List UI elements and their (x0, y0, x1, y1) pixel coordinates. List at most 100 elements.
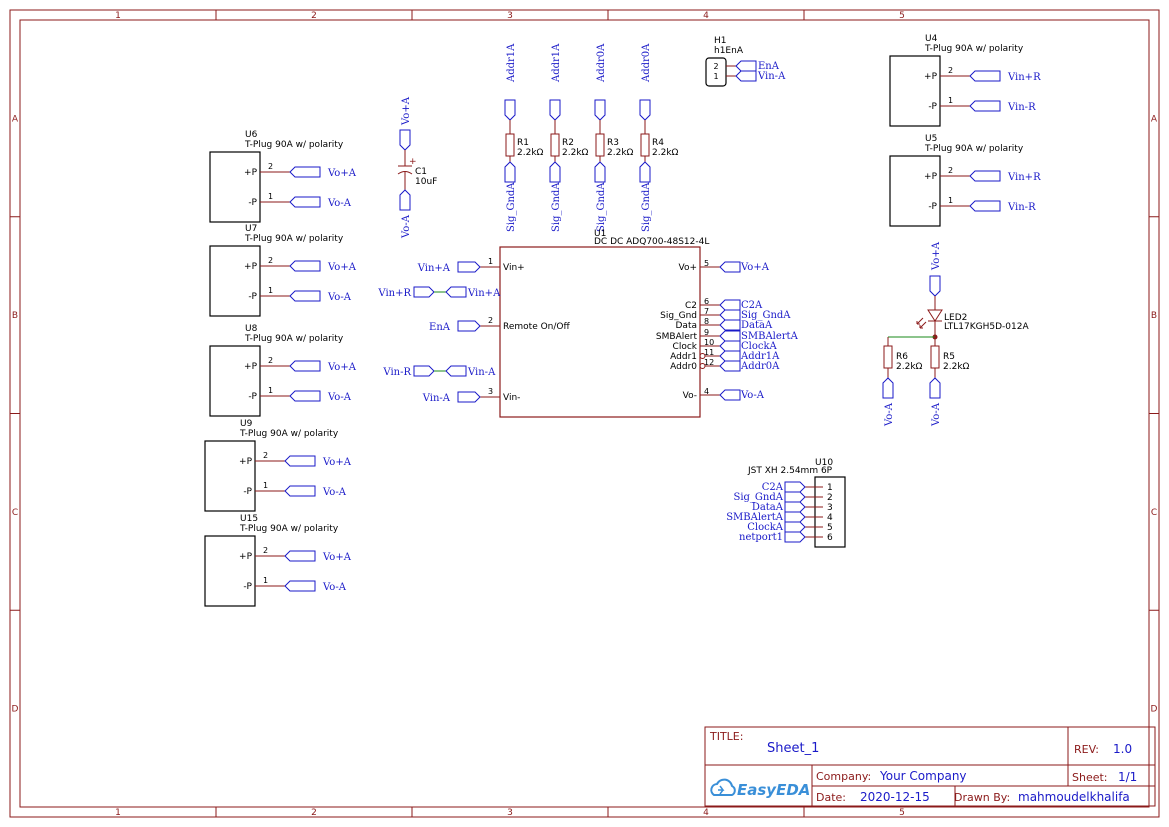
net-flag (735, 60, 757, 72)
net-label: Sig_GndA (733, 492, 783, 503)
component-ref: H1 (714, 36, 727, 46)
component-value: 2.2kΩ (517, 148, 544, 158)
net-label: EnA (429, 322, 451, 333)
component-value: 2.2kΩ (607, 148, 634, 158)
row-marker-right: D (1151, 705, 1158, 715)
pin-number: 5 (704, 259, 709, 268)
pin-name: Data (676, 321, 698, 331)
net-flag (445, 365, 467, 377)
logo-text: EasyEDA (737, 781, 810, 799)
pin-name: Vin+ (503, 263, 525, 273)
led-indicator-circuit: Vo+ALED2LTL17KGH5D-012AR62.2kΩVo-AR52.2k… (882, 241, 1029, 427)
pin-number: 4 (704, 387, 709, 396)
component-body (209, 151, 261, 223)
component-value: 2.2kΩ (652, 148, 679, 158)
net-flag (289, 260, 321, 272)
pin-number: 1 (948, 96, 953, 105)
net-label: Vin-R (1007, 202, 1036, 213)
header-body (705, 57, 727, 87)
pin-name: +P (244, 362, 258, 372)
net-flag (639, 161, 651, 183)
component-body (889, 155, 941, 227)
net-flag (719, 360, 741, 372)
net-label: Vo+A (931, 241, 942, 271)
pin-number: 2 (827, 493, 833, 503)
net-flag (504, 99, 516, 121)
component-ref: R4 (652, 138, 664, 148)
pin-name: -P (928, 202, 937, 212)
pin-number: 2 (488, 316, 493, 325)
led-symbol (927, 309, 943, 322)
component-ref: R2 (562, 138, 574, 148)
company-value: Your Company (879, 769, 967, 783)
pin-name: -P (248, 198, 257, 208)
net-flag (929, 377, 941, 399)
net-label: Vin-A (422, 393, 451, 404)
component-ref: U10 (815, 458, 833, 468)
pin-number: 1 (268, 192, 273, 201)
component-ref: R1 (517, 138, 529, 148)
pin-name: +P (924, 172, 938, 182)
title-label: TITLE: (709, 730, 743, 743)
net-flag (784, 501, 806, 513)
polarity-mark: + (409, 157, 417, 167)
net-label: SMBAlertA (741, 331, 799, 342)
pin-number: 1 (713, 72, 718, 81)
net-flag (719, 340, 741, 352)
net-label: Vo+A (401, 96, 412, 126)
component-value: T-Plug 90A w/ polarity (239, 429, 339, 439)
pin-number: 2 (268, 256, 273, 265)
pin-name: SMBAlert (656, 332, 698, 342)
pin-name: Addr0 (670, 362, 697, 372)
cap-plate-curved (397, 171, 413, 175)
pin-number: 6 (704, 297, 709, 306)
net-label: Addr1A (506, 43, 517, 83)
net-flag (399, 129, 411, 151)
sheet-title: Sheet_1 (767, 741, 819, 756)
easyeda-logo: EasyEDA (710, 778, 810, 799)
pin-name: +P (244, 262, 258, 272)
net-label: Vin+R (1007, 172, 1041, 183)
net-label: Vin+R (377, 288, 411, 299)
component-ref: R5 (943, 352, 955, 362)
net-label: Vin-R (1007, 102, 1036, 113)
row-marker-left: B (12, 311, 18, 321)
component-ref: U9 (240, 419, 253, 429)
net-label: Vo+A (327, 168, 357, 179)
net-flag (969, 70, 1001, 82)
pin-number: 3 (827, 503, 833, 513)
row-marker-right: A (1151, 114, 1158, 124)
net-label: Vo+A (327, 362, 357, 373)
net-flag (784, 521, 806, 533)
net-flag (639, 99, 651, 121)
pin-name: -P (243, 487, 252, 497)
net-flag (719, 389, 741, 401)
net-flag (457, 261, 481, 273)
component-ref: R3 (607, 138, 619, 148)
sheet-label: Sheet: (1072, 771, 1108, 784)
net-flag (784, 481, 806, 493)
pin-number: 2 (263, 546, 268, 555)
net-flag (549, 161, 561, 183)
component-ref: U1 (594, 229, 606, 239)
net-flag (969, 100, 1001, 112)
row-marker-left: D (12, 705, 19, 715)
net-label: DataA (752, 502, 784, 513)
net-label: Vo-A (322, 487, 347, 498)
net-flag (289, 360, 321, 372)
net-flag (445, 286, 467, 298)
component-ref: LED2 (944, 313, 967, 323)
net-label: Sig_GndA (596, 182, 607, 232)
net-label: Vo-A (401, 214, 412, 239)
pin-number: 5 (827, 523, 833, 533)
component-value: LTL17KGH5D-012A (944, 322, 1029, 332)
component-body (889, 55, 941, 127)
component-value: 2.2kΩ (943, 362, 970, 372)
component-body (499, 246, 701, 418)
drawn-by-value: mahmoudelkhalifa (1018, 790, 1130, 804)
net-label: Vo-A (931, 402, 942, 427)
